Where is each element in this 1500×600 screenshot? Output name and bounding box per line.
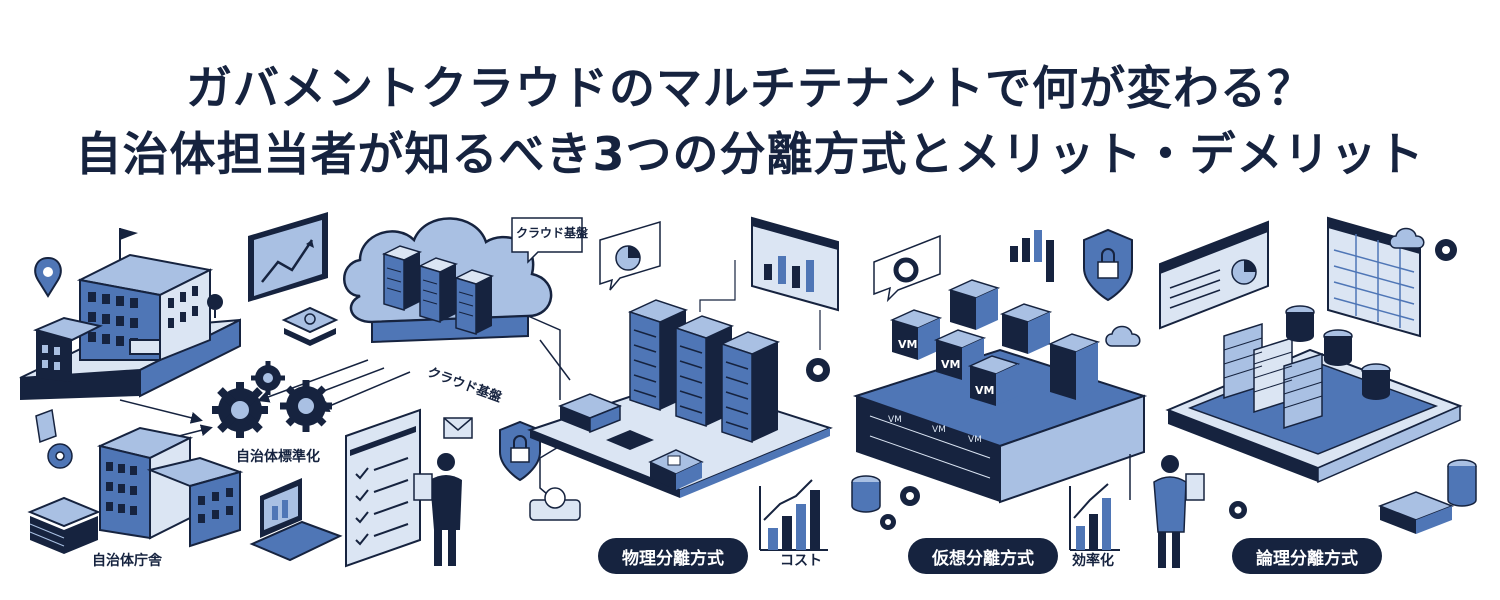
- donut-chart-bubble: [873, 234, 941, 303]
- spreadsheet-grid: [1377, 491, 1455, 534]
- bar-chart-monitor: [751, 216, 839, 312]
- shield-lock-icon: [1083, 228, 1133, 302]
- cost-label: コスト: [780, 553, 822, 569]
- person-with-clipboard: [1153, 455, 1205, 568]
- bar-chart-icon: [1010, 230, 1054, 282]
- laptop-icon: [249, 478, 343, 562]
- pie-chart-monitor: [1159, 220, 1269, 330]
- physical-separation-illustration: [527, 299, 833, 521]
- gear-icon: [1229, 239, 1457, 519]
- gear-icon: [880, 486, 920, 530]
- location-pin-icon: [34, 256, 62, 298]
- gear-icon: [806, 358, 830, 382]
- vm-label: VM: [932, 425, 946, 435]
- vm-label: VM: [941, 358, 960, 371]
- gear-icon-small: [47, 443, 73, 469]
- cloud-icon-small: [1105, 325, 1141, 347]
- mail-icon: [443, 417, 473, 439]
- illustration: VM VM VM VM VM VM: [19, 212, 1477, 568]
- vm-label: VM: [975, 384, 994, 397]
- cost-bar-chart: [759, 479, 828, 551]
- method-virtual-badge: 仮想分離方式: [908, 538, 1058, 574]
- vm-label: VM: [888, 415, 902, 425]
- cloud-platform-bubble-label: クラウド基盤: [516, 226, 589, 240]
- cloud-icon-small: [1389, 227, 1425, 249]
- document-stack: [27, 496, 101, 554]
- title-line-1: ガバメントクラウドのマルチテナントで何が変わる？: [186, 61, 1314, 115]
- person-with-clipboard: [413, 453, 462, 566]
- database-icon: [851, 475, 881, 513]
- standardization-label: 自治体標準化: [236, 449, 320, 465]
- database-icon: [1447, 459, 1477, 507]
- title-line-2: 自治体担当者が知るべき3つの分離方式とメリット・デメリット: [75, 127, 1425, 181]
- efficiency-bar-chart: [1069, 483, 1120, 551]
- clipboard-checklist: [345, 408, 421, 568]
- logical-separation-illustration: [1165, 305, 1463, 484]
- municipal-building-bottom: [96, 426, 244, 548]
- gear-icon-group: [212, 361, 332, 438]
- virtual-separation-illustration: [852, 279, 1148, 504]
- stacked-documents: [281, 306, 339, 346]
- method-logical-badge: 論理分離方式: [1232, 538, 1382, 574]
- cloud-platform: [343, 217, 553, 344]
- speech-bubble-cloud-label: [511, 217, 583, 264]
- efficiency-label: 効率化: [1072, 553, 1114, 569]
- method-physical-badge: 物理分離方式: [598, 538, 748, 574]
- vm-label: VM: [898, 338, 917, 351]
- municipal-building-top: [19, 228, 241, 400]
- vm-label: VM: [968, 435, 982, 445]
- monitor-line-chart: [248, 212, 328, 302]
- municipal-office-label: 自治体庁舎: [92, 553, 162, 569]
- pie-chart-bubble: [599, 220, 661, 291]
